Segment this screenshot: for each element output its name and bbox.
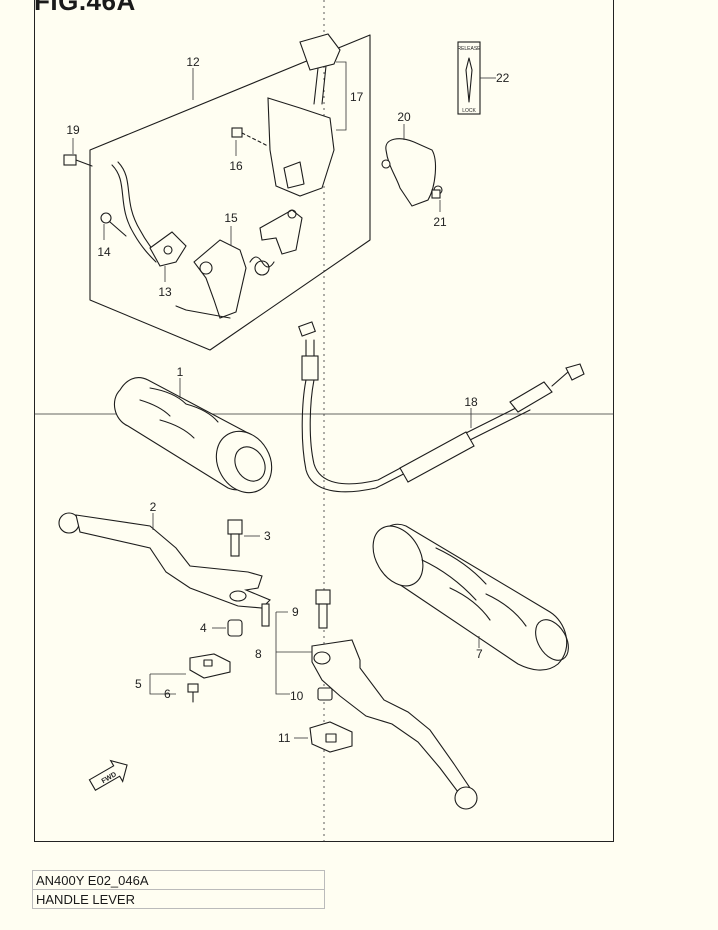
bolt-19-head — [63, 154, 77, 166]
switch-11-part — [309, 721, 353, 753]
bolt-3-head — [227, 519, 243, 535]
spring-coil — [254, 260, 270, 276]
left-grip-1 — [113, 377, 273, 494]
decal-22 — [457, 41, 481, 115]
leader-8-9-10 — [275, 611, 312, 695]
callout-21: 21 — [433, 215, 447, 229]
bracket-15-upper — [259, 209, 303, 255]
switch-11-hole — [325, 733, 337, 743]
leader-17-bracket — [336, 61, 347, 131]
callout-1: 1 — [177, 365, 184, 379]
callout-15: 15 — [224, 211, 238, 225]
callout-5: 5 — [135, 677, 142, 691]
callout-13: 13 — [158, 285, 172, 299]
callout-19: 19 — [66, 123, 80, 137]
info-row-model: AN400Y E02_046A — [32, 870, 325, 890]
callout-10: 10 — [290, 689, 304, 703]
model-code: AN400Y E02_046A — [32, 870, 325, 890]
lever-2-tab — [261, 603, 270, 627]
callout-14: 14 — [97, 245, 111, 259]
cable-sleeve — [399, 431, 475, 483]
callout-8: 8 — [255, 647, 262, 661]
decal-arrow — [465, 57, 473, 103]
right-lever-8 — [311, 639, 478, 810]
right-grip-pattern — [421, 547, 527, 627]
callout-11: 11 — [278, 731, 291, 745]
callout-17: 17 — [350, 90, 364, 104]
screw-16-shank — [241, 132, 269, 147]
bolt-3-shank — [230, 533, 240, 557]
screw-14-head — [100, 212, 112, 224]
right-grip-7 — [372, 523, 569, 671]
bracket-15-hole — [287, 209, 297, 219]
lever-cover-window — [283, 161, 305, 189]
fwd-arrow-icon — [88, 759, 128, 791]
parts-diagram: RELEASE LOCK — [34, 0, 614, 842]
callout-18: 18 — [464, 395, 478, 409]
brake-switch-part — [149, 231, 187, 267]
lever-2-body — [75, 514, 271, 609]
cable-end-part — [175, 305, 231, 319]
screw-6-head — [187, 683, 199, 693]
fwd-arrow-badge: FWD — [88, 759, 128, 791]
callout-2: 2 — [150, 500, 157, 514]
clamp-20-part — [385, 138, 437, 207]
screw-21-head — [431, 189, 441, 199]
bolt-9-shank — [318, 603, 328, 629]
lever-8-pivot — [313, 651, 331, 665]
cable-inner-wire — [551, 371, 569, 387]
decal-lock-text: LOCK — [462, 108, 476, 114]
lever-2-pivot — [229, 590, 247, 602]
info-table: AN400Y E02_046A HANDLE LEVER — [32, 870, 325, 909]
throttle-cable-18 — [301, 339, 531, 493]
info-row-part: HANDLE LEVER — [32, 889, 325, 909]
lever-knob-part — [299, 33, 341, 71]
cable-end-fitting-2 — [565, 363, 585, 381]
spring-part — [249, 256, 275, 268]
figure-title: FIG.46A — [34, 0, 136, 16]
brake-cable-edge — [111, 164, 157, 263]
screw-14-shank — [109, 221, 127, 237]
bracket-15-part — [193, 239, 247, 319]
bolt-9-head — [315, 589, 331, 605]
callout-9: 9 — [292, 605, 299, 619]
callout-22: 22 — [496, 71, 510, 85]
left-lever-2 — [58, 512, 271, 627]
leader-5-6 — [149, 673, 186, 695]
callout-16: 16 — [229, 159, 243, 173]
callout-7: 7 — [476, 647, 483, 661]
collar-4 — [227, 619, 243, 637]
screw-16-head — [231, 127, 243, 138]
left-grip-end — [234, 446, 266, 482]
clamp-20-hole-a — [381, 159, 391, 169]
callout-3: 3 — [264, 529, 271, 543]
callout-4: 4 — [200, 621, 207, 635]
part-name: HANDLE LEVER — [32, 889, 325, 909]
left-grip-flange — [215, 430, 273, 494]
switch-5-hole — [203, 659, 213, 667]
lever-cover-part — [267, 97, 335, 197]
throttle-cable-18-edge — [309, 339, 529, 485]
left-grip-pattern — [139, 387, 219, 439]
cable-adjuster — [301, 355, 319, 381]
callout-6: 6 — [164, 687, 171, 701]
lever-shaft-part — [313, 65, 327, 105]
callout-20: 20 — [397, 110, 411, 124]
bolt-19-shank — [75, 159, 93, 167]
lever-8-ball — [454, 786, 478, 810]
cable-end-fitting — [298, 321, 316, 337]
right-grip-end — [535, 619, 569, 661]
bracket-15-pivot — [199, 261, 213, 275]
callout-12: 12 — [186, 55, 200, 69]
lever-8-body — [311, 639, 471, 793]
right-grip-flange — [372, 525, 424, 587]
decal-release-text: RELEASE — [457, 46, 481, 52]
cable-adjuster-2 — [509, 381, 553, 413]
nut-10 — [317, 687, 333, 701]
brake-switch-hole — [163, 245, 173, 255]
